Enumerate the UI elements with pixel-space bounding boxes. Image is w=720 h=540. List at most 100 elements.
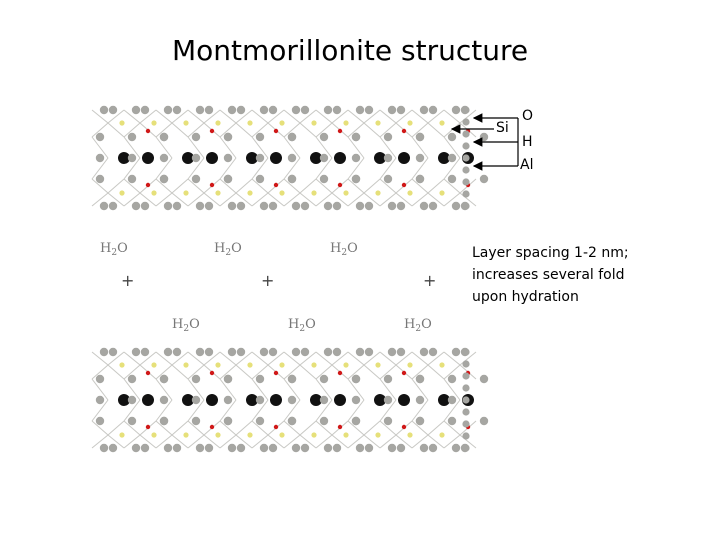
page-title: Montmorillonite structure <box>172 34 529 67</box>
silicon-atom <box>375 190 381 196</box>
bond <box>427 420 445 436</box>
hydrogen-atom <box>209 128 215 134</box>
oxygen-atom <box>127 174 137 184</box>
bond <box>379 420 397 436</box>
bond <box>347 157 365 180</box>
bond <box>203 434 221 449</box>
hydrogen-atom <box>337 128 343 134</box>
bond <box>379 434 397 449</box>
bond <box>411 351 429 366</box>
hydrogen-atom <box>401 182 407 188</box>
bond <box>91 157 109 180</box>
layer-spacing-note: Layer spacing 1-2 nm; increases several … <box>472 242 629 308</box>
silicon-atom <box>407 432 413 438</box>
oxygen-atom <box>131 443 141 453</box>
bond <box>219 178 237 194</box>
bond <box>379 136 397 159</box>
oxygen-atom <box>108 443 118 453</box>
bond <box>427 192 445 207</box>
oxygen-atom <box>319 395 329 405</box>
oxygen-atom <box>300 201 310 211</box>
bond <box>379 157 397 180</box>
oxygen-atom <box>364 201 374 211</box>
oxygen-atom <box>447 416 457 426</box>
silicon-atom <box>247 432 253 438</box>
oxygen-atom <box>355 201 365 211</box>
bond <box>315 178 333 194</box>
bond <box>411 364 429 380</box>
oxygen-atom <box>195 443 205 453</box>
hydrogen-atom <box>273 128 279 134</box>
oxygen-atom <box>191 174 201 184</box>
cation: + <box>423 271 436 290</box>
aluminum-atom <box>334 152 346 164</box>
silicon-atom <box>279 190 285 196</box>
oxygen-atom <box>99 443 109 453</box>
silicon-atom <box>215 432 221 438</box>
silicon-atom <box>183 362 189 368</box>
aluminum-atom <box>270 152 282 164</box>
oxygen-atom <box>287 174 297 184</box>
hydrogen-atom <box>209 182 215 188</box>
oxygen-atom <box>268 105 278 115</box>
hydrogen-atom <box>401 128 407 134</box>
bond <box>315 420 333 436</box>
aluminum-atom <box>398 152 410 164</box>
oxygen-atom <box>355 347 365 357</box>
oxygen-atom <box>163 347 173 357</box>
bond <box>283 109 301 124</box>
bond <box>283 420 301 436</box>
bond <box>411 420 429 436</box>
oxygen-atom <box>236 347 246 357</box>
oxygen-atom <box>159 374 169 384</box>
bond <box>123 364 141 380</box>
bond <box>411 122 429 138</box>
silicon-atom <box>375 432 381 438</box>
oxygen-atom <box>332 443 342 453</box>
silicon-atom <box>279 120 285 126</box>
bond <box>219 364 237 380</box>
bond <box>379 109 397 124</box>
oxygen-atom <box>191 374 201 384</box>
oxygen-atom <box>204 201 214 211</box>
bond <box>443 420 461 436</box>
bond <box>443 364 461 380</box>
bond <box>251 178 269 194</box>
silicon-atom <box>119 432 125 438</box>
oxygen-atom <box>462 384 470 392</box>
oxygen-atom <box>462 408 470 416</box>
oxygen-atom <box>227 347 237 357</box>
bond <box>299 122 317 138</box>
note-line-3: upon hydration <box>472 289 579 305</box>
oxygen-atom <box>462 178 470 186</box>
oxygen-atom <box>351 153 361 163</box>
bond <box>283 157 301 180</box>
oxygen-atom <box>255 374 265 384</box>
aluminum-atom <box>310 152 322 164</box>
oxygen-atom <box>159 153 169 163</box>
silicon-atom <box>311 362 317 368</box>
hydrogen-atom <box>273 424 279 430</box>
hydrogen-atom <box>145 182 151 188</box>
oxygen-atom <box>447 395 457 405</box>
aluminum-atom <box>398 394 410 406</box>
bond <box>155 157 173 180</box>
bond <box>331 109 349 124</box>
water-subscript: 2 <box>299 324 305 334</box>
bond <box>107 364 125 380</box>
bond <box>363 192 381 207</box>
oxygen-atom <box>319 374 329 384</box>
silicon-atom <box>247 190 253 196</box>
bond <box>91 192 109 207</box>
water-o: O <box>117 241 128 256</box>
oxygen-atom <box>300 105 310 115</box>
oxygen-atom <box>204 105 214 115</box>
oxygen-atom <box>462 106 470 114</box>
oxygen-atom <box>319 153 329 163</box>
oxygen-atom <box>462 166 470 174</box>
bond <box>187 399 205 422</box>
hydrogen-atom <box>401 370 407 376</box>
bond <box>363 109 381 124</box>
oxygen-atom <box>204 347 214 357</box>
silicon-atom <box>439 432 445 438</box>
